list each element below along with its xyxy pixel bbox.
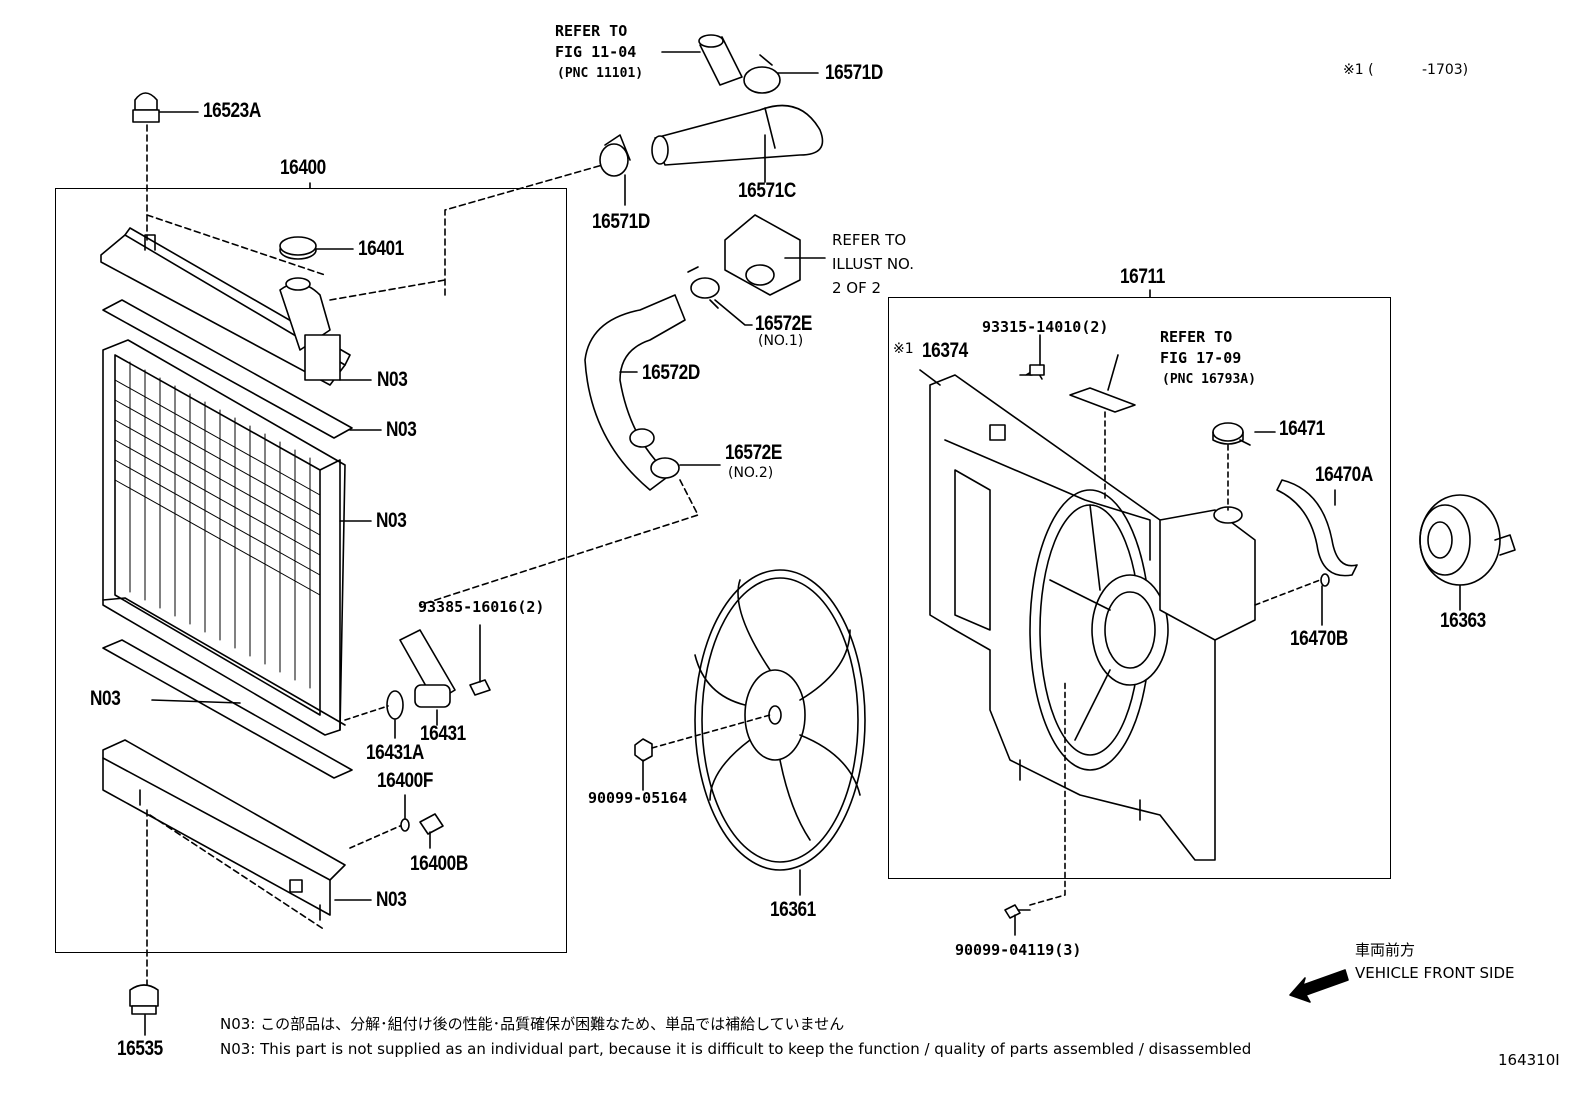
hose-clamp-top-icon — [743, 54, 781, 94]
callout-16431: 16431 — [420, 722, 466, 745]
callout-90099-04119: 90099-04119(3) — [955, 941, 1082, 959]
hose-clamp-no1-icon — [687, 266, 720, 309]
reserve-tank-icon — [1159, 506, 1256, 641]
callout-n03-upper-tank: N03 — [377, 368, 408, 391]
callout-16572E-no1-sub: (NO.1) — [758, 333, 804, 349]
callout-16374: 16374 — [922, 339, 968, 362]
lower-tank-icon — [102, 739, 346, 921]
callout-16431A: 16431A — [366, 741, 424, 764]
ref-fig-17-09-line2: FIG 17-09 — [1160, 349, 1242, 367]
callout-16572E-no2-sub: (NO.2) — [728, 465, 774, 481]
callout-16361: 16361 — [770, 898, 816, 921]
callout-16571C: 16571C — [738, 179, 796, 202]
callout-16572D: 16572D — [642, 361, 700, 384]
direction-label-en: VEHICLE FRONT SIDE — [1355, 964, 1515, 982]
reserve-tank-hose-icon — [1276, 479, 1358, 577]
ref-fig-11-04-line2: FIG 11-04 — [555, 43, 637, 61]
callout-16471: 16471 — [1279, 417, 1325, 440]
vehicle-front-arrow-icon — [1289, 969, 1349, 1003]
callout-16572E-no2: 16572E — [725, 441, 782, 464]
callout-16363: 16363 — [1440, 609, 1486, 632]
fan-nut-icon — [634, 714, 771, 762]
callout-16470B: 16470B — [1290, 627, 1348, 650]
callout-16535: 16535 — [117, 1037, 163, 1060]
ref-fig-11-04-line1: REFER TO — [555, 22, 628, 40]
callout-n03-core: N03 — [376, 509, 407, 532]
upper-radiator-hose-icon — [651, 104, 824, 166]
fan-shroud-icon — [929, 374, 1216, 861]
fan-shroud-assembly-box — [888, 297, 1391, 879]
figure-id: 164310I — [1498, 1051, 1560, 1069]
callout-16572E-no1: 16572E — [755, 312, 812, 335]
header-note-range: -1703) — [1422, 62, 1469, 78]
callout-n03-lower-gasket: N03 — [90, 687, 121, 710]
ref-fig-17-09-line3: (PNC 16793A) — [1162, 372, 1256, 387]
ref-fig-11-04-line3: (PNC 11101) — [557, 66, 644, 81]
upper-gasket-icon — [102, 299, 353, 439]
radiator-cap-icon — [279, 236, 317, 260]
footnote-en: N03: This part is not supplied as an ind… — [220, 1040, 1252, 1058]
callout-93315-14010: 93315-14010(2) — [982, 318, 1109, 336]
callout-16401: 16401 — [358, 237, 404, 260]
callout-93385-16016: 93385-16016(2) — [418, 598, 545, 616]
hose-clip-icon — [1320, 573, 1330, 587]
ref-illust-line3: 2 OF 2 — [832, 279, 882, 297]
upper-tank-icon — [100, 227, 351, 386]
callout-90099-05164: 90099-05164 — [588, 789, 688, 807]
callout-n03-lower-tank: N03 — [376, 888, 407, 911]
hose-clamp-left-icon — [599, 134, 631, 177]
callout-16400F: 16400F — [377, 769, 433, 792]
fan-motor-icon — [1419, 494, 1516, 586]
radiator-core-icon — [102, 339, 346, 736]
drain-cock-icon — [349, 813, 444, 849]
callout-16523A: 16523A — [203, 99, 261, 122]
reserve-tank-cap-icon — [1212, 422, 1251, 446]
ref-illust-line1: REFER TO — [832, 231, 907, 249]
callout-16571D-top: 16571D — [825, 61, 883, 84]
callout-n03-upper-gasket: N03 — [386, 418, 417, 441]
radiator-support-cushion-bottom-icon — [129, 984, 159, 1015]
callout-16400: 16400 — [280, 156, 326, 179]
callout-16400B: 16400B — [410, 852, 468, 875]
direction-label-jp: 車両前方 — [1355, 941, 1416, 959]
hose-clamp-no2-icon — [650, 457, 680, 479]
callout-16571D-left: 16571D — [592, 210, 650, 233]
header-note-mark: ※1 ( — [1343, 62, 1374, 78]
caution-label-icon — [1069, 387, 1136, 413]
shroud-bolt-top-icon — [1019, 364, 1045, 380]
radiator-assembly-box — [55, 188, 567, 953]
callout-16470A: 16470A — [1315, 463, 1373, 486]
lower-radiator-hose-icon — [584, 294, 686, 491]
callout-16374-mark: ※1 — [893, 341, 914, 357]
fan-blade-icon — [694, 569, 866, 871]
callout-16711: 16711 — [1120, 265, 1165, 288]
water-inlet-housing-icon — [724, 214, 801, 296]
ref-illust-line2: ILLUST NO. — [832, 255, 915, 273]
water-inlet-icon — [698, 34, 743, 86]
footnote-jp: N03: この部品は、分解･組付け後の性能･品質確保が困難なため、単品では補給し… — [220, 1015, 845, 1033]
radiator-support-cushion-top-icon — [132, 92, 160, 123]
water-outlet-pipe-icon — [399, 629, 491, 708]
lower-gasket-icon — [102, 639, 353, 779]
ref-fig-17-09-line1: REFER TO — [1160, 328, 1233, 346]
shroud-bolt-bottom-icon — [1004, 679, 1066, 919]
o-ring-icon — [386, 690, 404, 720]
